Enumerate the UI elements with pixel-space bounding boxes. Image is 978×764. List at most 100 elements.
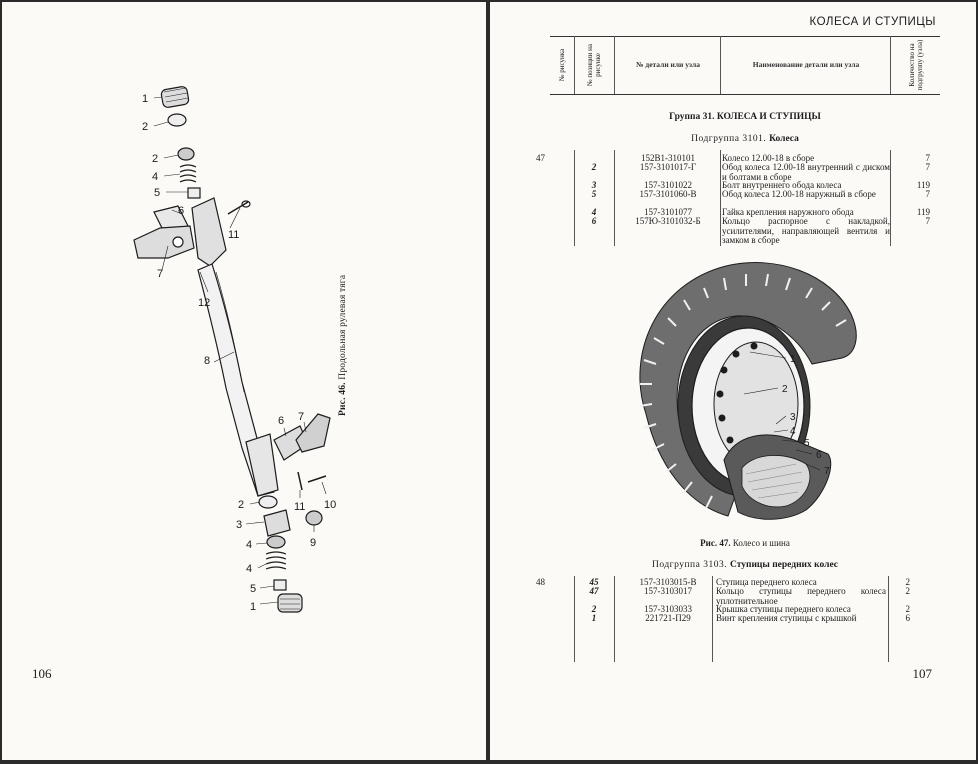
cell-part: 157-3101060-В [639,189,697,199]
cell-qty: 6 [905,613,911,623]
fig46-callout: 10 [324,499,336,511]
header-fig-no: № рисунка [558,48,566,82]
cell-qty: 2 [905,586,911,596]
cell-pos: 47 [589,586,599,596]
subgroup-3103-heading: Подгруппа 3103. Ступицы передних колес [550,560,940,570]
cell-name: Колесо 12.00-18 в сборе [722,153,815,163]
header-name: Наименование детали или узла [752,60,860,69]
cell-qty: 7 [925,153,931,163]
fig46-callout: 4 [246,539,252,551]
fig46-callout: 8 [204,355,210,367]
col-divider [712,576,713,662]
subgroup-3101-name: Колеса [769,134,799,144]
figure-46-label: Рис. 46. [338,382,348,416]
fig46-callout: 1 [142,93,148,105]
cell-pos: 2 [591,162,597,172]
col-divider [614,576,615,662]
cell-name: Винт крепления ступицы с крышкой [716,613,857,623]
left-page: 1 2 2 4 5 6 7 11 12 8 6 7 2 3 4 4 5 1 9 … [2,2,486,760]
cell-part: 157-3101017-Г [639,162,697,172]
col-divider [890,150,891,246]
table-top-rule [550,36,940,37]
cell-name: Гайка крепления наружного обода [722,207,854,217]
fig46-callout: 11 [294,501,305,513]
cell-pos: 2 [591,604,597,614]
figure-46-title: Продольная рулевая тяга [338,274,348,380]
cell-pos: 3 [591,180,597,190]
cell-name: Ступица переднего колеса [716,577,817,587]
right-page: КОЛЕСА И СТУПИЦЫ № рисунка № позиции на … [490,2,976,760]
cell-part: 157-3103017 [644,586,692,596]
subgroup-3101-heading: Подгруппа 3101. Колеса [550,134,940,144]
subgroup-3103-prefix: Подгруппа 3103. [652,560,728,570]
cell-name: Болт внутреннего обода колеса [722,180,842,190]
fig46-callout: 5 [154,187,160,199]
cell-part: 157-3103033 [644,604,692,614]
fig47-callout: 5 [804,438,810,449]
header-part-no: № детали или узла [636,60,700,69]
steering-rod-drawing: 1 2 2 4 5 6 7 11 12 8 6 7 2 3 4 4 5 1 9 … [133,86,336,613]
cell-part: 157Ю-3101032-Б [635,216,701,226]
figure-47-title: Колесо и шина [732,538,790,548]
page-number-left: 106 [32,666,52,681]
cell-pos: 5 [591,189,597,199]
figure-46-caption: Рис. 46. Продольная рулевая тяга [338,275,348,416]
cell-part: 152В1-310101 [641,153,695,163]
col-divider [614,150,615,246]
fig47-callout: 1 [790,354,796,365]
cell-qty: 119 [916,207,930,217]
cell-pos: 6 [591,216,597,226]
fig46-callout: 7 [157,268,163,280]
figure-47-label: Рис. 47. [700,538,731,548]
fig46-callout: 4 [152,171,158,183]
fig46-callout: 2 [142,121,148,133]
fig46-callout: 12 [198,297,210,309]
fig47-callout: 6 [816,450,822,461]
fig47-callout: 3 [790,412,796,423]
col-divider [574,150,575,246]
fig47-callout: 4 [790,426,796,437]
figure-47-caption: Рис. 47. Колесо и шина [550,538,940,548]
page-number-right: 107 [912,666,933,681]
header-qty: Количество на подгруппу (узла) [908,39,924,91]
cell-qty: 2 [905,577,911,587]
fig47-callout: 7 [824,466,830,477]
cell-name: Обод колеса 12.00-18 наружный в сборе [722,189,876,199]
running-head: КОЛЕСА И СТУПИЦЫ [809,16,936,28]
cell-qty: 7 [925,216,931,226]
cell-name: Кольцо ступицы переднего колеса уплотнит… [716,586,886,606]
cell-fig: 48 [536,577,545,587]
cell-name: Крышка ступицы переднего колеса [716,604,851,614]
cell-pos: 4 [591,207,597,217]
cell-part: 221721-П29 [645,613,691,623]
cell-fig: 47 [536,153,545,163]
col-divider [888,576,889,662]
group-title: Группа 31. КОЛЕСА И СТУПИЦЫ [669,112,821,122]
cell-part: 157-3101077 [644,207,692,217]
col-divider [614,36,615,94]
cell-qty: 7 [925,189,931,199]
subgroup-3103-name: Ступицы передних колес [729,560,838,570]
fig46-callout: 7 [298,411,304,423]
fig46-callout: 5 [250,583,256,595]
cell-part: 157-3103015-В [639,577,697,587]
subgroup-3101-prefix: Подгруппа 3101. [691,134,767,144]
fig46-callout: 2 [152,153,158,165]
col-divider [890,36,891,94]
fig46-callout: 6 [278,415,284,427]
cell-qty: 2 [905,604,911,614]
fig46-callout: 1 [250,601,256,613]
cell-qty: 119 [916,180,930,190]
fig46-callout: 6 [178,205,184,217]
col-divider [720,150,721,246]
col-divider [574,36,575,94]
fig46-callout: 4 [246,563,252,575]
fig46-callout: 11 [228,229,239,241]
cell-qty: 7 [925,162,931,172]
cell-pos: 45 [589,577,599,587]
header-position: № позиции на рисунке [586,43,602,87]
fig47-callout: 2 [782,384,788,395]
fig46-callout: 9 [310,537,316,549]
col-divider [574,576,575,662]
table-header-rule [550,94,940,95]
